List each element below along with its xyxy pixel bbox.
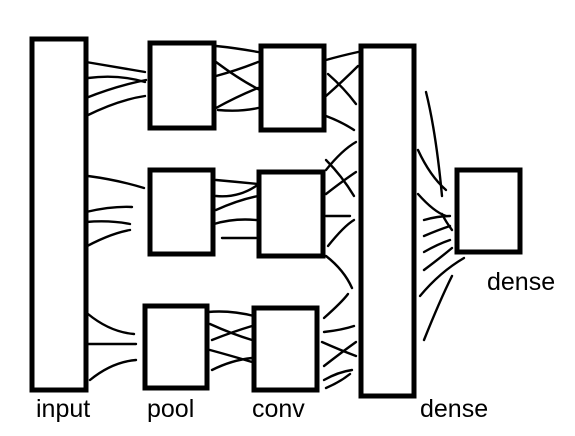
conv-block-bottom <box>251 305 320 393</box>
label-pool: pool <box>147 395 194 423</box>
connections <box>78 44 466 390</box>
wires-pool-to-conv-mid <box>212 178 260 240</box>
wires-dense-to-dense <box>416 90 466 342</box>
input-layer-block <box>29 36 89 393</box>
wires-pool-to-conv-top <box>214 44 262 112</box>
label-conv: conv <box>252 395 305 423</box>
conv-block-top <box>258 43 327 133</box>
pool-block-top <box>147 40 217 131</box>
pool-block-mid <box>147 167 216 257</box>
label-dense-tall: dense <box>420 395 488 423</box>
blocks <box>29 36 523 399</box>
wires-pool-to-conv-bottom <box>206 310 256 372</box>
labels: input pool conv dense dense <box>36 268 555 423</box>
wires-input-to-pool-mid <box>78 174 146 252</box>
wires-input-to-pool-top <box>84 60 148 118</box>
conv-block-mid <box>256 169 326 259</box>
dense-layer-block-small <box>454 167 523 255</box>
label-input: input <box>36 395 90 423</box>
label-dense-small: dense <box>487 268 555 296</box>
dense-layer-block-tall <box>358 43 417 399</box>
wires-input-to-pool-bottom <box>84 312 138 382</box>
pool-block-bottom <box>142 303 210 391</box>
wires-conv-to-dense <box>320 50 360 390</box>
